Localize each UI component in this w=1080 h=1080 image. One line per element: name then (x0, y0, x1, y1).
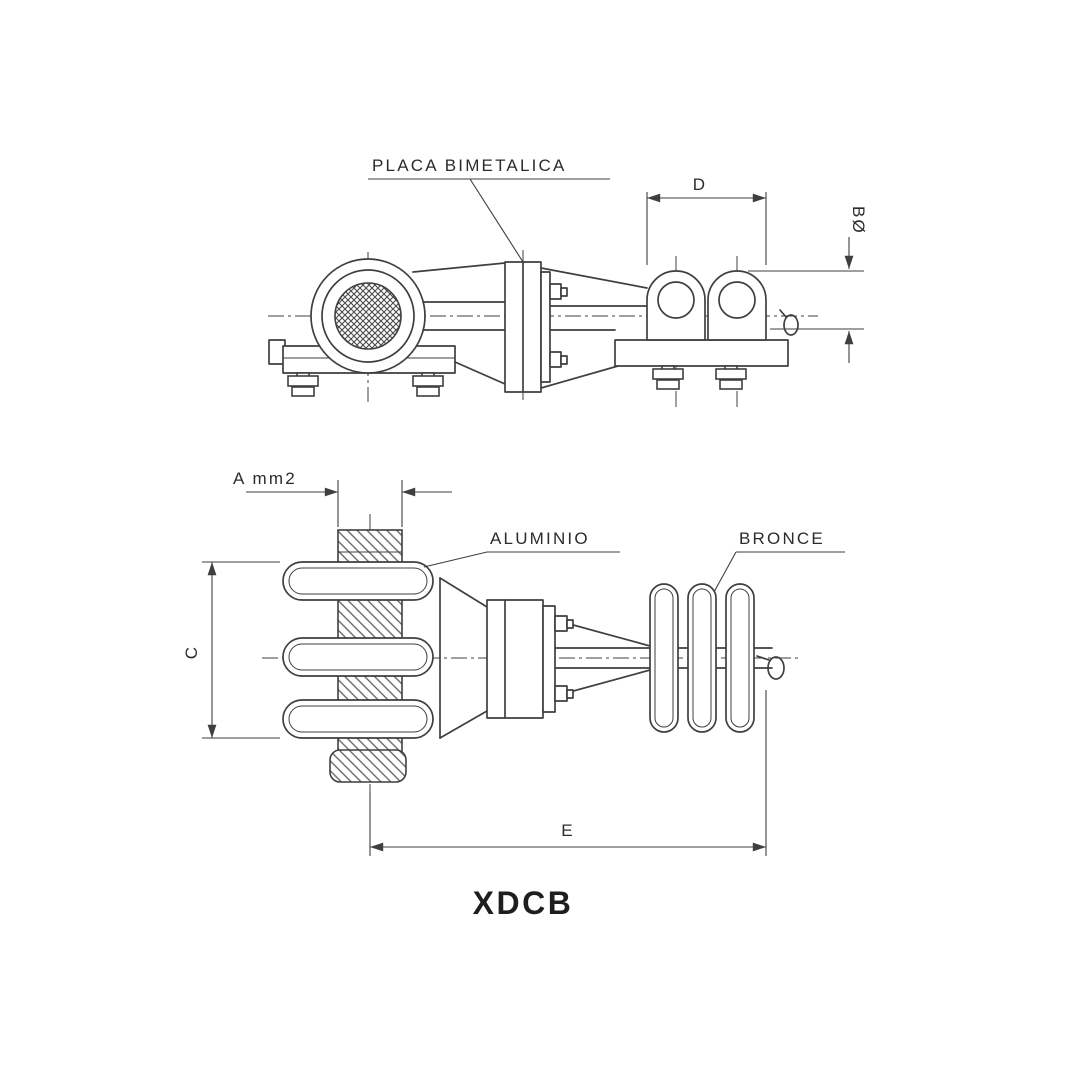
end-eye-bottom (756, 655, 785, 680)
end-eye-top (779, 309, 799, 336)
wire-grooves (646, 270, 767, 341)
bronce-label: BRONCE (739, 529, 825, 548)
placa-bimetalica-label: PLACA BIMETALICA (372, 156, 567, 175)
conductor-section (334, 282, 402, 350)
keeper-bars (282, 561, 434, 739)
clamp-body-web (439, 577, 488, 739)
bottom-view: A mm2 C ALUMINIO BRONCE (182, 469, 845, 856)
dimension-c: C (182, 561, 280, 739)
dim-e-label: E (561, 821, 575, 840)
dim-b-label: BØ (849, 206, 868, 235)
dimension-d: D (646, 175, 767, 265)
bolt (287, 372, 319, 397)
bimetal-plate (504, 261, 568, 393)
web-right (540, 267, 648, 389)
bolt (652, 365, 684, 390)
top-view: D BØ PLACA BIMETALICA (268, 156, 868, 408)
callout-bronce: BRONCE (713, 529, 845, 593)
callout-placa-bimetalica: PLACA BIMETALICA (368, 156, 610, 263)
dimension-e: E (369, 690, 767, 856)
bimetal-plate-plan (486, 599, 574, 719)
dim-c-label: C (182, 645, 201, 659)
clamp-saddle (310, 258, 426, 374)
web-left (412, 262, 506, 385)
bolt (715, 365, 747, 390)
drawing-title: XDCB (473, 885, 574, 921)
bolt (412, 372, 444, 397)
groove-bar (614, 339, 789, 367)
bronze-rollers (649, 583, 755, 733)
dimension-b-diameter: BØ (748, 206, 868, 363)
callout-aluminio: ALUMINIO (423, 529, 620, 568)
dimension-a-mm2: A mm2 (233, 469, 452, 527)
dim-a-label: A mm2 (233, 469, 297, 488)
aluminio-label: ALUMINIO (490, 529, 590, 548)
dim-d-label: D (693, 175, 707, 194)
